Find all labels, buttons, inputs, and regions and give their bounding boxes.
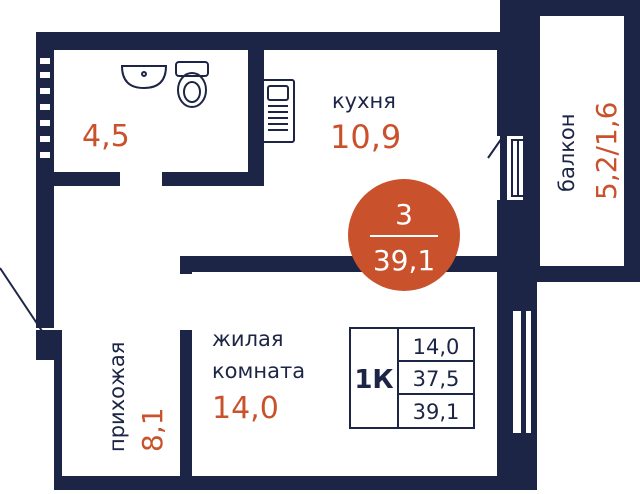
summary-total-area: 39,1 bbox=[413, 400, 460, 424]
sink-icon bbox=[120, 65, 168, 90]
summary-table bbox=[349, 327, 475, 429]
bathroom-area: 4,5 bbox=[82, 119, 130, 154]
floor-number: 3 bbox=[395, 198, 413, 231]
kitchen-area: 10,9 bbox=[330, 118, 401, 156]
living-area: 14,0 bbox=[212, 391, 279, 426]
hallway-name: прихожая bbox=[105, 342, 129, 452]
window-frames bbox=[511, 139, 533, 435]
total-area-badge: 39,1 bbox=[373, 244, 435, 277]
summary-living-area: 14,0 bbox=[413, 335, 460, 359]
balcony-area: 5,2/1,6 bbox=[590, 102, 623, 201]
living-name-line2: комната bbox=[212, 359, 305, 383]
floor-badge: 3 39,1 bbox=[348, 179, 460, 291]
kitchen-name: кухня bbox=[332, 89, 396, 113]
summary-kitchen-area: 37,5 bbox=[413, 367, 460, 391]
doors bbox=[0, 111, 521, 335]
hallway-area: 8,1 bbox=[136, 407, 169, 452]
apartment-type: 1К bbox=[354, 365, 393, 395]
balcony-name: балкон bbox=[555, 113, 579, 192]
living-name-line1: жилая bbox=[212, 327, 284, 351]
toilet-icon bbox=[175, 61, 209, 108]
stove-icon bbox=[261, 79, 295, 143]
